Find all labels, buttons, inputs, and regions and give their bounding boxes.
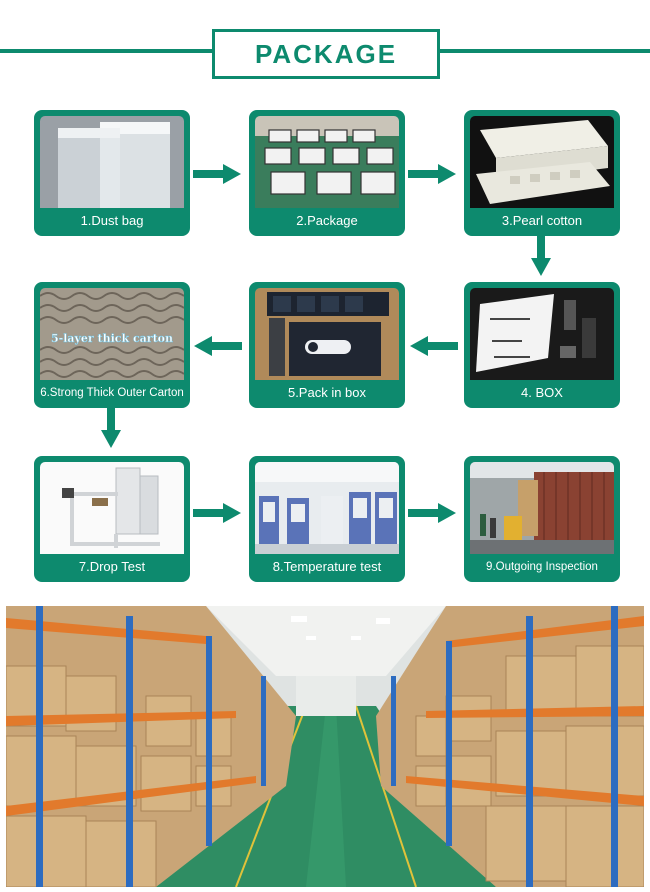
- step-label: 2.Package: [296, 213, 358, 228]
- step-card-package: 2.Package: [249, 110, 405, 236]
- step-card-outer-carton: 5-layer thick carton 6.Strong Thick Oute…: [34, 282, 190, 408]
- step-label: 4. BOX: [521, 385, 563, 400]
- package-photo: [255, 116, 399, 208]
- arrow-left-icon: [194, 336, 242, 356]
- step-label: 1.Dust bag: [80, 213, 144, 228]
- step-label: 9.Outgoing Inspection: [486, 561, 598, 573]
- arrow-down-icon: [531, 234, 551, 276]
- step-label: 7.Drop Test: [78, 559, 146, 574]
- header-line-left: [0, 49, 212, 53]
- page-title: PACKAGE: [212, 29, 440, 79]
- arrow-right-icon: [408, 164, 456, 184]
- pack-in-box-photo: [255, 288, 399, 380]
- arrow-left-icon: [410, 336, 458, 356]
- step-card-pack-in-box: 5.Pack in box: [249, 282, 405, 408]
- step-card-box: 4. BOX: [464, 282, 620, 408]
- outgoing-inspection-photo: [470, 462, 614, 554]
- step-card-dust-bag: 1.Dust bag: [34, 110, 190, 236]
- arrow-right-icon: [193, 503, 241, 523]
- dust-bag-photo: [40, 116, 184, 208]
- step-label: 6.Strong Thick Outer Carton: [40, 387, 184, 399]
- step-card-temperature-test: 8.Temperature test: [249, 456, 405, 582]
- box-photo: [470, 288, 614, 380]
- arrow-down-icon: [101, 406, 121, 448]
- arrow-right-icon: [408, 503, 456, 523]
- step-card-pearl-cotton: 3.Pearl cotton: [464, 110, 620, 236]
- drop-test-photo: [40, 462, 184, 554]
- warehouse-photo: [6, 606, 644, 887]
- step-label: 5.Pack in box: [287, 385, 367, 400]
- header-line-right: [438, 49, 650, 53]
- outer-carton-photo: 5-layer thick carton: [40, 288, 184, 380]
- arrow-right-icon: [193, 164, 241, 184]
- step-card-outgoing-inspection: 9.Outgoing Inspection: [464, 456, 620, 582]
- temperature-test-photo: [255, 462, 399, 554]
- step-label: 8.Temperature test: [272, 559, 382, 574]
- carton-photo-text: 5-layer thick carton: [51, 332, 173, 345]
- pearl-cotton-photo: [470, 116, 614, 208]
- step-card-drop-test: 7.Drop Test: [34, 456, 190, 582]
- step-label: 3.Pearl cotton: [501, 213, 583, 228]
